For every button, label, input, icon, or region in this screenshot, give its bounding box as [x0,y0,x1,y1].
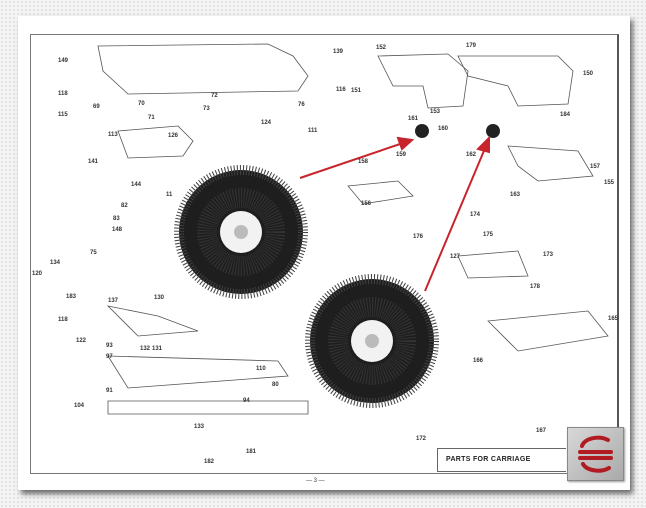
slider-left [117,125,194,159]
part-label: 115 [58,112,68,118]
arrow-left [299,141,407,179]
part-label: 166 [473,358,484,364]
bracket-173 [457,250,529,279]
part-label: 75 [90,250,97,256]
logo [567,427,624,481]
brush-photo-left [174,165,308,299]
part-label: 126 [168,133,179,139]
part-label: 83 [113,216,120,222]
part-label: 113 [108,132,118,138]
part-label: 124 [261,120,272,126]
carriage-base [107,355,289,389]
part-label: 122 [76,338,87,344]
part-label: 183 [66,294,77,300]
part-label: 161 [408,116,419,122]
part-label: 155 [604,180,615,186]
part-label: 80 [272,382,279,388]
part-label: 97 [106,354,113,360]
part-label: 110 [256,366,266,372]
part-label: 162 [466,152,477,158]
part-label: 69 [93,104,100,110]
part-label: 181 [246,449,257,455]
part-label: 127 [450,254,461,260]
part-label: 131 [152,346,163,352]
small-brush-left-icon [415,124,429,138]
part-label: 11 [166,192,173,198]
diagram-sheet: 149 139 118 69 70 72 73 76 116 115 71 12… [18,16,630,490]
part-label: 174 [470,212,481,218]
part-label: 130 [154,295,165,301]
guide-lever [106,305,199,337]
part-label: 160 [438,126,449,132]
part-label: 152 [376,45,387,51]
slider-right [507,145,594,182]
part-label: 156 [361,201,372,207]
arrow-right [424,145,487,292]
part-label: 141 [88,159,99,165]
part-label: 175 [483,232,494,238]
plate-165 [487,310,609,352]
part-label: 184 [560,112,571,118]
part-label: 72 [211,93,218,99]
diagram-frame [30,34,619,474]
part-label: 179 [466,43,477,49]
carriage-frame-left [377,53,469,109]
part-label: 149 [58,58,69,64]
bottom-bar [107,400,309,415]
logo-icon [578,435,613,473]
part-label: 70 [138,101,145,107]
part-label: 148 [112,227,123,233]
small-brush-right-icon [486,124,500,138]
part-label: 71 [148,115,155,121]
title-block: PARTS FOR CARRIAGE [437,448,566,472]
part-label: 151 [351,88,362,94]
arrow-left-head [396,136,415,151]
arrow-right-head [476,135,490,154]
page-number: — 3 — [306,478,325,484]
part-label: 104 [74,403,85,409]
part-label: 73 [203,106,210,112]
part-label: 158 [358,159,369,165]
part-label: 150 [583,71,594,77]
part-label: 111 [308,128,318,134]
base-plate [97,43,309,95]
part-label: 120 [32,271,43,277]
part-label: 116 [336,87,346,93]
arrows [299,135,490,292]
part-label: 134 [50,260,61,266]
part-label: 178 [530,284,541,290]
part-label: 94 [243,398,250,404]
part-label: 172 [416,436,427,442]
brush-photo-right [305,274,439,408]
part-label: 153 [430,109,441,115]
part-label: 82 [121,203,128,209]
part-label: 133 [194,424,205,430]
part-label: 163 [510,192,521,198]
part-label: 144 [131,182,142,188]
part-label: 157 [590,164,601,170]
parts-drawing [97,43,609,415]
part-label: 176 [413,234,424,240]
part-label: 76 [298,102,305,108]
part-label: 93 [106,343,113,349]
part-label: 91 [106,388,113,394]
carriage-frame-right [457,55,574,107]
part-label: 173 [543,252,554,258]
part-label: 167 [536,428,547,434]
part-label: 132 [140,346,151,352]
part-label: 137 [108,298,119,304]
part-label: 118 [58,317,68,323]
part-label: 159 [396,152,407,158]
bracket-156 [347,180,414,205]
part-label: 118 [58,91,68,97]
part-label: 182 [204,459,215,465]
part-label: 165 [608,316,619,322]
diagram-title: PARTS FOR CARRIAGE [446,456,531,463]
part-label: 139 [333,49,344,55]
